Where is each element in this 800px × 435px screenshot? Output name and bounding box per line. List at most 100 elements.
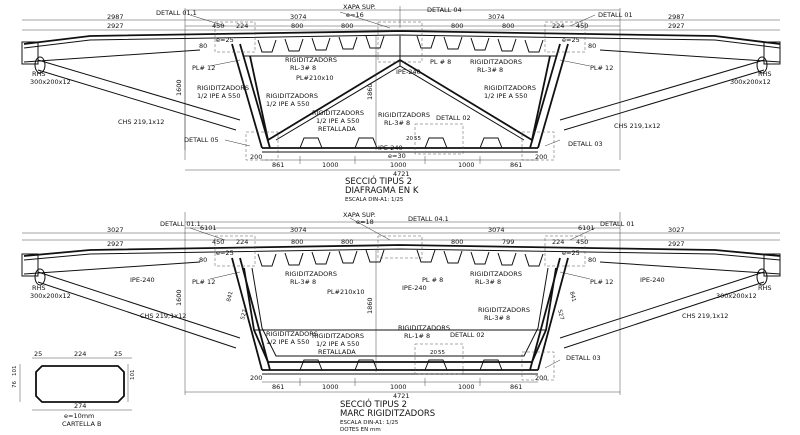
bottom-subtitle: MARC RIGIDITZADORS xyxy=(340,409,435,419)
label-pl12-right: PL# 12 xyxy=(590,64,613,72)
dim-1000-c: 1000 xyxy=(458,161,475,169)
label-rig-f2: RL-3# 8 xyxy=(384,119,410,127)
label-rhs-left-b: RHS xyxy=(32,284,46,292)
label-rig-b1-b: RIGIDITZADORS xyxy=(470,270,522,278)
label-e16: e=16 xyxy=(346,11,364,19)
label-detall-041-b: DETALL 04.1 xyxy=(408,215,449,223)
dim-800-a: 800 xyxy=(291,22,303,30)
bottom-title-block: SECCIÓ TIPUS 2 MARC RIGIDITZADORS ESCALA… xyxy=(340,398,435,433)
dim-450-right: 450 xyxy=(576,22,588,30)
label-chs-right: CHS 219,1x12 xyxy=(614,122,660,130)
label-ipe240-vert: IPE-240 xyxy=(378,144,403,152)
cartella-thickness: e=10mm xyxy=(64,412,94,420)
label-rhs-right-size: 300x200x12 xyxy=(730,78,771,86)
dim-2927-left: 2927 xyxy=(107,22,124,30)
label-rig-c1: RIGIDITZADORS xyxy=(197,84,249,92)
bottom-units: DOTES EN mm xyxy=(340,427,381,433)
cartella-dim-224: 224 xyxy=(74,350,86,358)
dim-861-right: 861 xyxy=(510,161,522,169)
label-pl210: PL#210x10 xyxy=(296,74,334,82)
dim-3074-left-b: 3074 xyxy=(290,226,307,234)
dim-4721-b: 4721 xyxy=(393,392,410,400)
label-rig-e1: RIGIDITZADORS xyxy=(312,109,364,117)
label-rig-a2-b: RL-3# 8 xyxy=(290,278,316,286)
label-ipe240: IPE-240 xyxy=(396,68,421,76)
bottom-title: SECCIÓ TIPUS 2 xyxy=(340,398,407,410)
cartella-dim-274: 274 xyxy=(74,402,86,410)
dim-2927-left-b: 2927 xyxy=(107,240,124,248)
cartella-dim-25b: 25 xyxy=(114,350,122,358)
cartella-dim-101b: 101 xyxy=(130,370,136,381)
label-detall-03: DETALL 03 xyxy=(568,140,603,148)
label-e25-right-b: e=25 xyxy=(562,249,580,257)
top-title: SECCIÓ TIPUS 2 xyxy=(345,175,412,187)
label-rig-d2-b: 1/2 IPE A 550 xyxy=(266,338,309,346)
dim-55: 55 xyxy=(414,136,421,142)
label-rhs-left-size: 300x200x12 xyxy=(30,78,71,86)
label-detall-011: DETALL 01.1 xyxy=(156,9,197,17)
dim-861-left: 861 xyxy=(272,161,284,169)
label-rhs-right-size-b: 300x200x12 xyxy=(716,292,757,300)
label-ipe240-right-b: IPE-240 xyxy=(640,276,665,284)
cartella-dim-76: 76 xyxy=(12,381,18,388)
label-chs-right-b: CHS 219,1x12 xyxy=(682,312,728,320)
label-rig-d1-b: RIGIDITZADORS xyxy=(266,330,318,338)
label-detall-01: DETALL 01 xyxy=(598,11,633,19)
dim-3074-right-b: 3074 xyxy=(488,226,505,234)
bottom-scale: ESCALA DIN-A1: 1/25 xyxy=(340,420,399,426)
dim-2927-right: 2927 xyxy=(668,22,685,30)
label-rig-f2-b: RL-1# 8 xyxy=(404,332,430,340)
label-e18-b: e=18 xyxy=(356,218,374,226)
label-e30: e=30 xyxy=(388,152,406,160)
section-k-diaphragm xyxy=(21,6,781,171)
label-rig-e1-b: RIGIDITZADORS xyxy=(312,332,364,340)
label-rhs-left: RHS xyxy=(32,70,46,78)
label-detall-01-b: DETALL 01 xyxy=(600,220,635,228)
dim-224-right-b: 224 xyxy=(552,238,564,246)
top-scale: ESCALA DIN-A1: 1/25 xyxy=(345,197,404,203)
dim-1600-b: 1600 xyxy=(175,289,183,306)
label-detall-05: DETALL 05 xyxy=(184,136,219,144)
dim-80-left-b: 80 xyxy=(199,256,207,264)
dim-1000-a: 1000 xyxy=(322,161,339,169)
label-rig-c1-b: RIGIDITZADORS xyxy=(478,306,530,314)
label-rig-g1: RIGIDITZADORS xyxy=(484,84,536,92)
label-rig-d2: 1/2 IPE A 550 xyxy=(266,100,309,108)
dim-224-left-b: 224 xyxy=(236,238,248,246)
label-pl12-left-b: PL# 12 xyxy=(192,278,215,286)
dim-6101-left: 6101 xyxy=(200,224,217,232)
label-rig-a2: RL-3# 8 xyxy=(290,64,316,72)
bottom-annotations: DETALL 01.1 XAPA SUP. e=18 DETALL 04.1 D… xyxy=(30,211,772,400)
dim-799-b: 799 xyxy=(502,238,514,246)
label-xapa-sup: XAPA SUP. xyxy=(343,3,376,11)
label-rig-c2: 1/2 IPE A 550 xyxy=(197,92,240,100)
dim-800-b: 800 xyxy=(341,22,353,30)
dim-1000-c-b: 1000 xyxy=(458,383,475,391)
label-pl210-b: PL#210x10 xyxy=(327,288,365,296)
top-title-block: SECCIÓ TIPUS 2 DIAFRAGMA EN K ESCALA DIN… xyxy=(345,175,419,203)
section-stiffener-frame xyxy=(21,212,781,395)
dim-800-c: 800 xyxy=(451,22,463,30)
dim-20: 20 xyxy=(406,136,413,142)
dim-800-c-b: 800 xyxy=(451,238,463,246)
label-pl12-left: PL# 12 xyxy=(192,64,215,72)
dim-450-left: 450 xyxy=(212,22,224,30)
label-e25-left-b: e=25 xyxy=(216,249,234,257)
dim-2927-right-b: 2927 xyxy=(668,240,685,248)
top-subtitle: DIAFRAGMA EN K xyxy=(345,186,419,196)
label-detall-04: DETALL 04 xyxy=(427,6,462,14)
dim-450-left-b: 450 xyxy=(212,238,224,246)
label-pl12-right-b: PL# 12 xyxy=(590,278,613,286)
label-rhs-left-size-b: 300x200x12 xyxy=(30,292,71,300)
top-annotations: DETALL 01.1 XAPA SUP. e=16 DETALL 04 DET… xyxy=(30,3,772,178)
dim-2987-right: 2987 xyxy=(668,13,685,21)
dim-1000-a-b: 1000 xyxy=(322,383,339,391)
dim-6101-right: 6101 xyxy=(578,224,595,232)
dim-80-right: 80 xyxy=(588,42,596,50)
dim-450-right-b: 450 xyxy=(576,238,588,246)
cartella-b-detail: 25 224 25 274 101 76 101 e=10mm CARTELLA… xyxy=(12,350,136,428)
label-rig-e2-b: 1/2 IPE A 550 xyxy=(316,340,359,348)
label-detall-03-b: DETALL 03 xyxy=(566,354,601,362)
label-rig-f1-b: RIGIDITZADORS xyxy=(398,324,450,332)
